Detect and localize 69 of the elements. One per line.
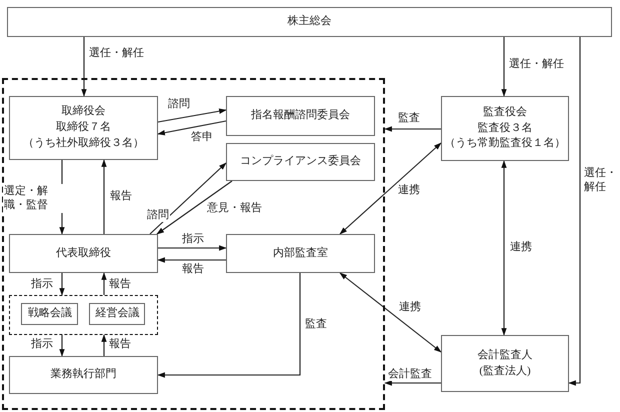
node-text: 戦略会議 — [28, 306, 72, 322]
arrow — [501, 37, 507, 97]
edge-label: 監査 — [397, 111, 421, 126]
arrow — [157, 120, 226, 136]
node-text: 業務執行部門 — [50, 367, 116, 382]
node-text: 経営会議 — [95, 306, 140, 322]
arrow — [101, 272, 107, 295]
node-text: コンプライアンス委員会 — [240, 154, 361, 170]
edge-label: 指示 — [30, 337, 54, 352]
node-text: 代表取締役 — [56, 246, 111, 261]
group-boundary — [2, 78, 385, 410]
board-box — [9, 96, 158, 160]
edge-label: 連携 — [509, 240, 533, 254]
node-text: 取締役７名 — [56, 120, 111, 136]
committee-box — [226, 143, 375, 181]
node-text: （うち常勤監査役１名） — [444, 136, 566, 152]
node-text: (監査法人) — [479, 364, 531, 378]
edge-label: 答申 — [190, 130, 214, 144]
edge-label: 監査 — [304, 317, 328, 332]
arrow — [384, 126, 441, 132]
arrow — [384, 380, 441, 386]
department-box — [9, 356, 158, 394]
edge-label: 報告 — [181, 262, 205, 276]
arrow — [501, 160, 507, 336]
edge-label: 諮問 — [167, 97, 191, 112]
edge-label: 指示 — [30, 277, 54, 292]
edge-label: 選任・解任 — [88, 46, 145, 60]
node-text: （うち社外取締役３名） — [23, 136, 144, 151]
committee-box — [226, 96, 375, 136]
node-text: 監査役会 — [483, 104, 527, 120]
board-box — [441, 96, 569, 161]
arrow — [81, 37, 87, 97]
edge-label: 指示 — [181, 232, 205, 246]
arrow — [150, 162, 227, 234]
edge-label: 報告 — [108, 277, 132, 292]
arrow — [157, 257, 226, 263]
node-text: 指名報酬諮問委員会 — [251, 108, 350, 124]
edge-label: 選定・解職・監督 — [3, 184, 63, 213]
arrow — [339, 142, 442, 235]
meeting-box — [7, 7, 612, 37]
node-text: 監査役３名 — [478, 120, 532, 136]
edge-label: 選任・解任 — [508, 57, 565, 72]
arrow — [157, 273, 301, 378]
edge-label: 報告 — [108, 337, 132, 352]
meeting-box — [21, 303, 78, 326]
edge-label: 連携 — [397, 183, 421, 198]
arrow — [339, 272, 442, 352]
arrow — [568, 37, 581, 386]
auditor-box — [441, 335, 569, 392]
node-text: 取締役会 — [62, 104, 106, 120]
edge-label: 会計監査 — [387, 367, 433, 382]
executive-box — [9, 234, 158, 273]
arrow — [156, 180, 232, 234]
edge-label: 意見・報告 — [206, 201, 263, 216]
edge-label: 報告 — [109, 189, 133, 204]
edge-label: 諮問 — [146, 208, 170, 222]
node-text: 内部監査室 — [273, 246, 328, 261]
arrow — [59, 335, 65, 357]
arrow — [101, 159, 107, 234]
edge-label: 連携 — [398, 300, 422, 314]
arrow — [101, 334, 107, 356]
meeting-box — [89, 303, 146, 326]
node-text: 株主総会 — [288, 14, 332, 30]
arrow — [158, 245, 227, 251]
audit-office-box — [226, 234, 375, 273]
arrow — [158, 108, 227, 123]
arrow — [59, 273, 65, 296]
node-text: 会計監査人 — [478, 348, 532, 363]
group-boundary — [9, 295, 158, 335]
